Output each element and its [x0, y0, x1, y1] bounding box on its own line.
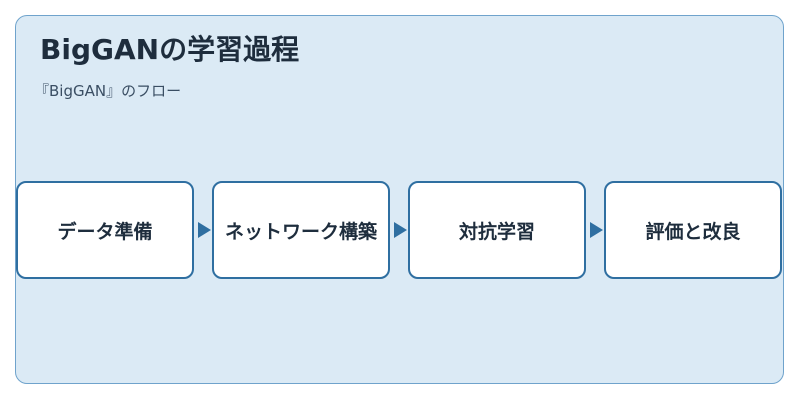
- step-label: ネットワーク構築: [224, 220, 377, 243]
- arrow-right-icon: [394, 222, 407, 238]
- arrow-right-icon: [198, 222, 211, 238]
- diagram-title: BigGANの学習過程: [40, 33, 300, 66]
- step-evaluation-improvement: 評価と改良: [604, 181, 782, 279]
- diagram-subtitle: 『BigGAN』のフロー: [34, 82, 182, 100]
- step-adversarial-training: 対抗学習: [408, 181, 586, 279]
- step-label: データ準備: [57, 220, 153, 243]
- step-network-construction: ネットワーク構築: [212, 181, 390, 279]
- step-label: 対抗学習: [458, 220, 535, 243]
- step-label: 評価と改良: [645, 220, 741, 243]
- arrow-right-icon: [590, 222, 603, 238]
- step-data-preparation: データ準備: [16, 181, 194, 279]
